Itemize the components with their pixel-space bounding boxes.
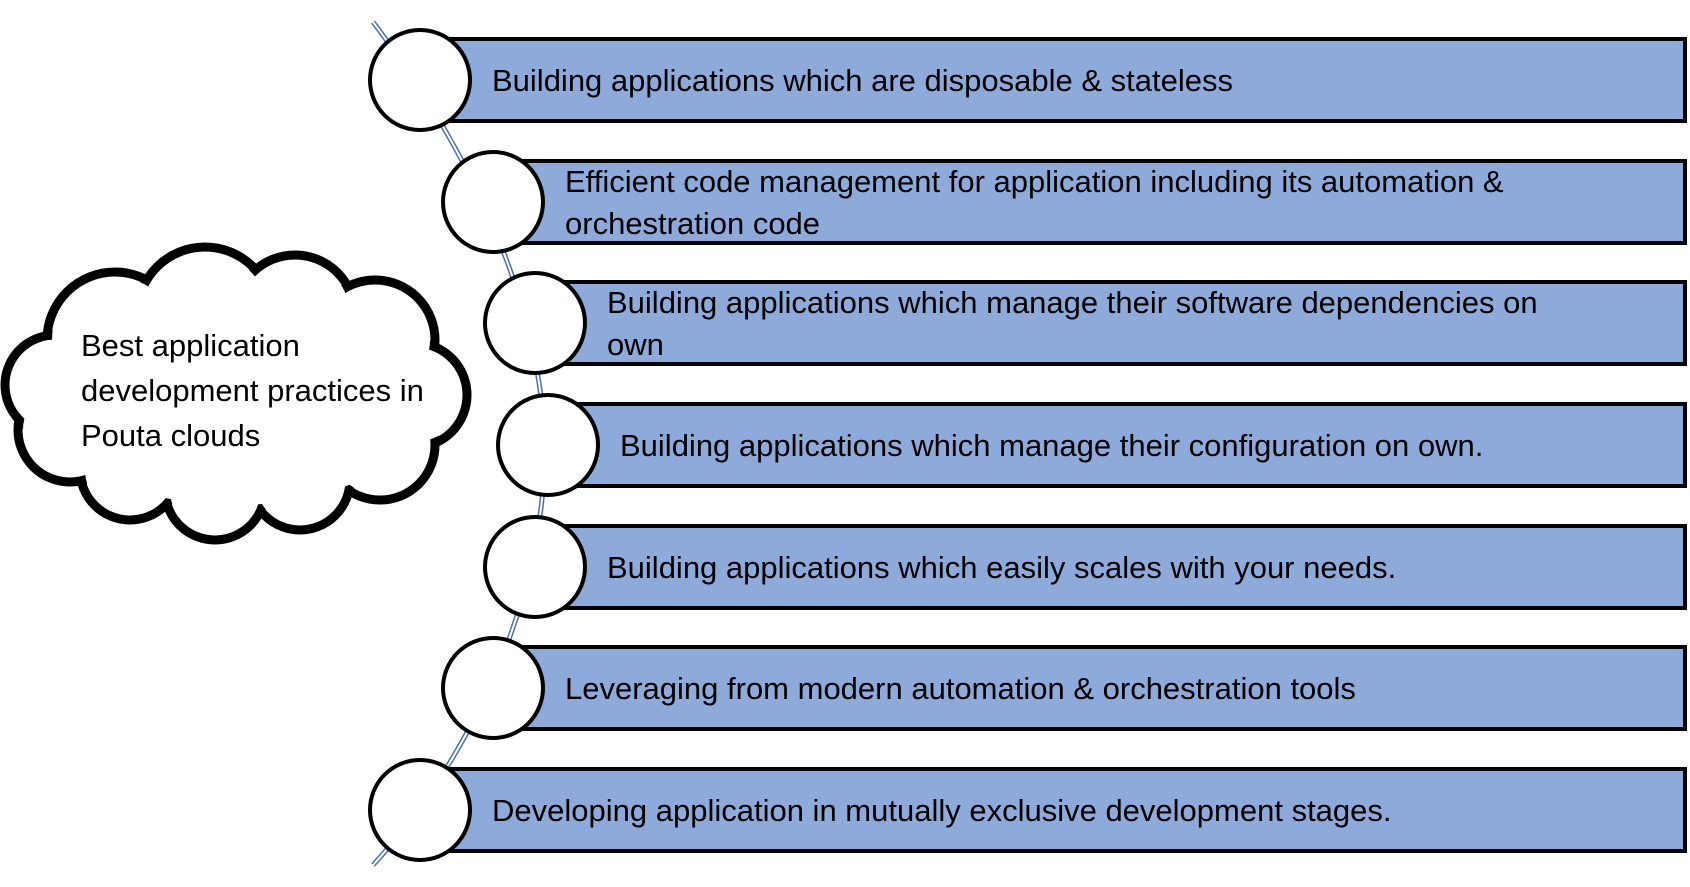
practice-text-6-line-1: Leveraging from modern automation & orch… (565, 671, 1356, 706)
practice-text-7-line-1: Developing application in mutually exclu… (492, 793, 1392, 828)
cloud-fill (10, 252, 462, 535)
practice-text-3-line-1: Building applications which manage their… (607, 285, 1538, 320)
practice-bar-3 (533, 280, 1687, 366)
cloud-line-1: Best application (81, 328, 300, 363)
practice-text-5-line-1: Building applications which easily scale… (607, 550, 1396, 585)
practice-text-2-line-1: Efficient code management for applicatio… (565, 164, 1504, 199)
practice-bar-5 (533, 524, 1687, 610)
cloud-line-3: Pouta clouds (81, 418, 260, 453)
practice-circles (368, 28, 600, 862)
cloud-line-2: development practices in (81, 373, 424, 408)
practice-text-1: Building applications which are disposab… (492, 63, 1233, 98)
cloud-text: Best application development practices i… (81, 328, 433, 453)
practice-circle-1 (368, 28, 472, 132)
practice-text-2: Efficient code management for applicatio… (565, 164, 1504, 241)
practice-circle-3 (483, 271, 587, 375)
practice-bar-6 (491, 645, 1687, 731)
practice-circle-6 (441, 636, 545, 740)
practice-circle-4 (496, 393, 600, 497)
practice-circle-5 (483, 515, 587, 619)
practice-bar-2 (491, 159, 1687, 245)
practice-text-5: Building applications which easily scale… (607, 550, 1396, 585)
practice-bar-7 (418, 767, 1687, 853)
practice-text-7: Developing application in mutually exclu… (492, 793, 1392, 828)
practice-text-6: Leveraging from modern automation & orch… (565, 671, 1356, 706)
practice-text-4: Building applications which manage their… (620, 428, 1483, 463)
practice-bars: Building applications which are disposab… (418, 37, 1687, 853)
practice-circle-7 (368, 758, 472, 862)
practice-text-1-line-1: Building applications which are disposab… (492, 63, 1233, 98)
practice-bar-1 (418, 37, 1687, 123)
practice-text-4-line-1: Building applications which manage their… (620, 428, 1483, 463)
practice-text-3-line-2: own (607, 327, 664, 362)
cloud-callout: Best application development practices i… (0, 242, 472, 545)
practice-text-3: Building applications which manage their… (607, 285, 1538, 362)
practice-circle-2 (441, 150, 545, 254)
practice-text-2-line-2: orchestration code (565, 206, 820, 241)
